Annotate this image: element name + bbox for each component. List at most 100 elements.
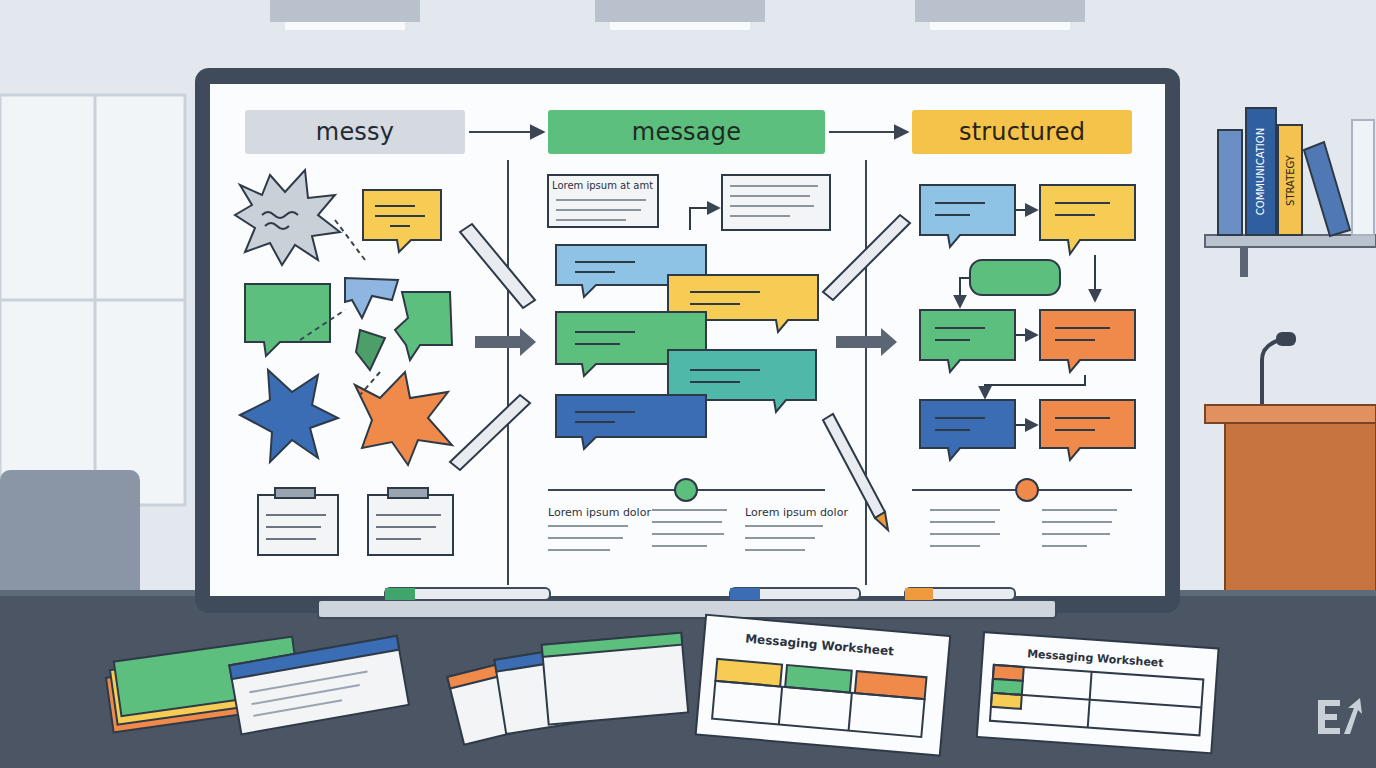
message-bubbles-part — [575, 262, 760, 422]
whiteboard-part — [195, 68, 1180, 613]
whiteboard-part — [210, 84, 1165, 596]
cards-part — [229, 636, 409, 734]
messy-bubbles-part — [300, 220, 380, 395]
cards-part-part — [229, 636, 409, 734]
shelf-part — [1278, 125, 1302, 235]
logo-part — [1318, 700, 1340, 734]
book-spine: STRATEGY — [1284, 155, 1295, 206]
structured-bubbles-part — [1016, 479, 1038, 501]
cards-part-part — [712, 681, 925, 737]
shelf-part — [1205, 235, 1376, 247]
message-bubbles-part — [652, 510, 727, 546]
table — [0, 590, 1376, 768]
messy-bubbles-part — [355, 372, 452, 465]
message-bubbles-part — [556, 200, 646, 220]
structured-bubbles-part-part — [1016, 424, 1036, 426]
messy-bubbles-part — [388, 488, 428, 498]
room-part — [0, 299, 185, 302]
cards-part — [696, 615, 951, 756]
table-part — [0, 590, 1376, 768]
cards-part-part — [229, 636, 399, 679]
shelf-part — [1304, 142, 1350, 236]
stage-label: messy — [316, 118, 394, 146]
message-bubbles-part — [690, 208, 718, 230]
message-bubbles-part — [730, 186, 818, 216]
whiteboard-part — [905, 588, 933, 600]
logo — [1318, 698, 1362, 734]
whiteboard-part — [318, 600, 1056, 618]
structured-bubbles-part — [1040, 185, 1135, 254]
shelf — [1205, 108, 1376, 277]
room-part — [285, 22, 405, 30]
podium — [1205, 332, 1376, 600]
flow-arrow — [829, 131, 908, 133]
message-bubbles-part-part — [823, 215, 910, 300]
note-text: Lorem ipsum dolor — [745, 506, 848, 519]
message-bubbles-part — [875, 512, 888, 530]
stage-header: message — [548, 110, 825, 154]
structured-bubbles-part-part — [1094, 255, 1096, 300]
big-arrows-part — [836, 328, 897, 356]
shelf-part — [1218, 130, 1242, 235]
structured-bubbles-part — [930, 510, 1117, 546]
message-bubbles-part-part — [460, 224, 535, 308]
stage-header: messy — [245, 110, 465, 154]
structured-bubbles-part — [960, 210, 1095, 425]
whiteboard-part — [730, 588, 760, 600]
messy-bubbles-part — [395, 292, 452, 360]
structured-bubbles-part-part — [985, 375, 1085, 397]
messy-bubbles-part — [262, 212, 298, 229]
messy-bubbles-part — [235, 170, 340, 265]
message-bubbles-part-part — [823, 414, 885, 518]
cards-part-part — [849, 693, 852, 731]
message-bubbles-part — [722, 175, 830, 230]
whiteboard-part — [905, 588, 1015, 600]
room-part — [0, 95, 185, 505]
podium-part — [1205, 405, 1376, 423]
whiteboard-part — [865, 160, 867, 585]
stage-label: structured — [959, 118, 1085, 146]
messy-bubbles-part — [375, 206, 425, 226]
podium-part — [1276, 332, 1296, 346]
cards — [104, 615, 1219, 756]
room-part — [610, 22, 750, 30]
stage-label: message — [632, 118, 741, 146]
message-bubbles-part — [450, 215, 910, 518]
cards-part — [977, 632, 1219, 753]
structured-bubbles-part-part — [960, 278, 970, 306]
messy-bubbles-part — [363, 190, 441, 252]
room-part — [595, 0, 765, 22]
structured-bubbles-part — [970, 260, 1060, 295]
room-part — [270, 0, 420, 22]
room-part — [0, 470, 140, 600]
messy-bubbles-part — [266, 515, 441, 539]
cards-part-part — [542, 633, 683, 657]
message-bubbles-part-part — [450, 395, 530, 470]
whiteboard-part — [507, 160, 509, 585]
messy-bubbles-part — [240, 370, 338, 462]
structured-bubbles-part-part — [1016, 334, 1036, 336]
messy-bubbles-part — [245, 284, 330, 356]
cards-part-part — [990, 665, 1203, 736]
cards-part-part — [696, 615, 951, 756]
messy-bubbles — [235, 170, 453, 555]
room-part — [915, 0, 1085, 22]
message-bubbles — [450, 175, 910, 550]
message-bubbles-part — [548, 175, 658, 227]
whiteboard-part — [385, 588, 415, 600]
stage-header: structured — [912, 110, 1132, 154]
cards-part-part — [542, 633, 688, 725]
shelf-part — [1240, 247, 1248, 277]
structured-bubbles-part-part — [1016, 209, 1036, 211]
cards-part-part — [779, 687, 782, 725]
podium-part — [1225, 423, 1376, 600]
cards-part-part — [249, 671, 371, 715]
shelf-part — [1352, 120, 1374, 235]
messy-bubbles-part — [258, 495, 338, 555]
message-bubbles-part — [548, 526, 823, 550]
messy-bubbles-part — [356, 330, 385, 370]
logo-part — [1344, 698, 1362, 734]
note-text: Lorem ipsum at amt — [552, 180, 653, 191]
big-arrows-part — [475, 328, 536, 356]
